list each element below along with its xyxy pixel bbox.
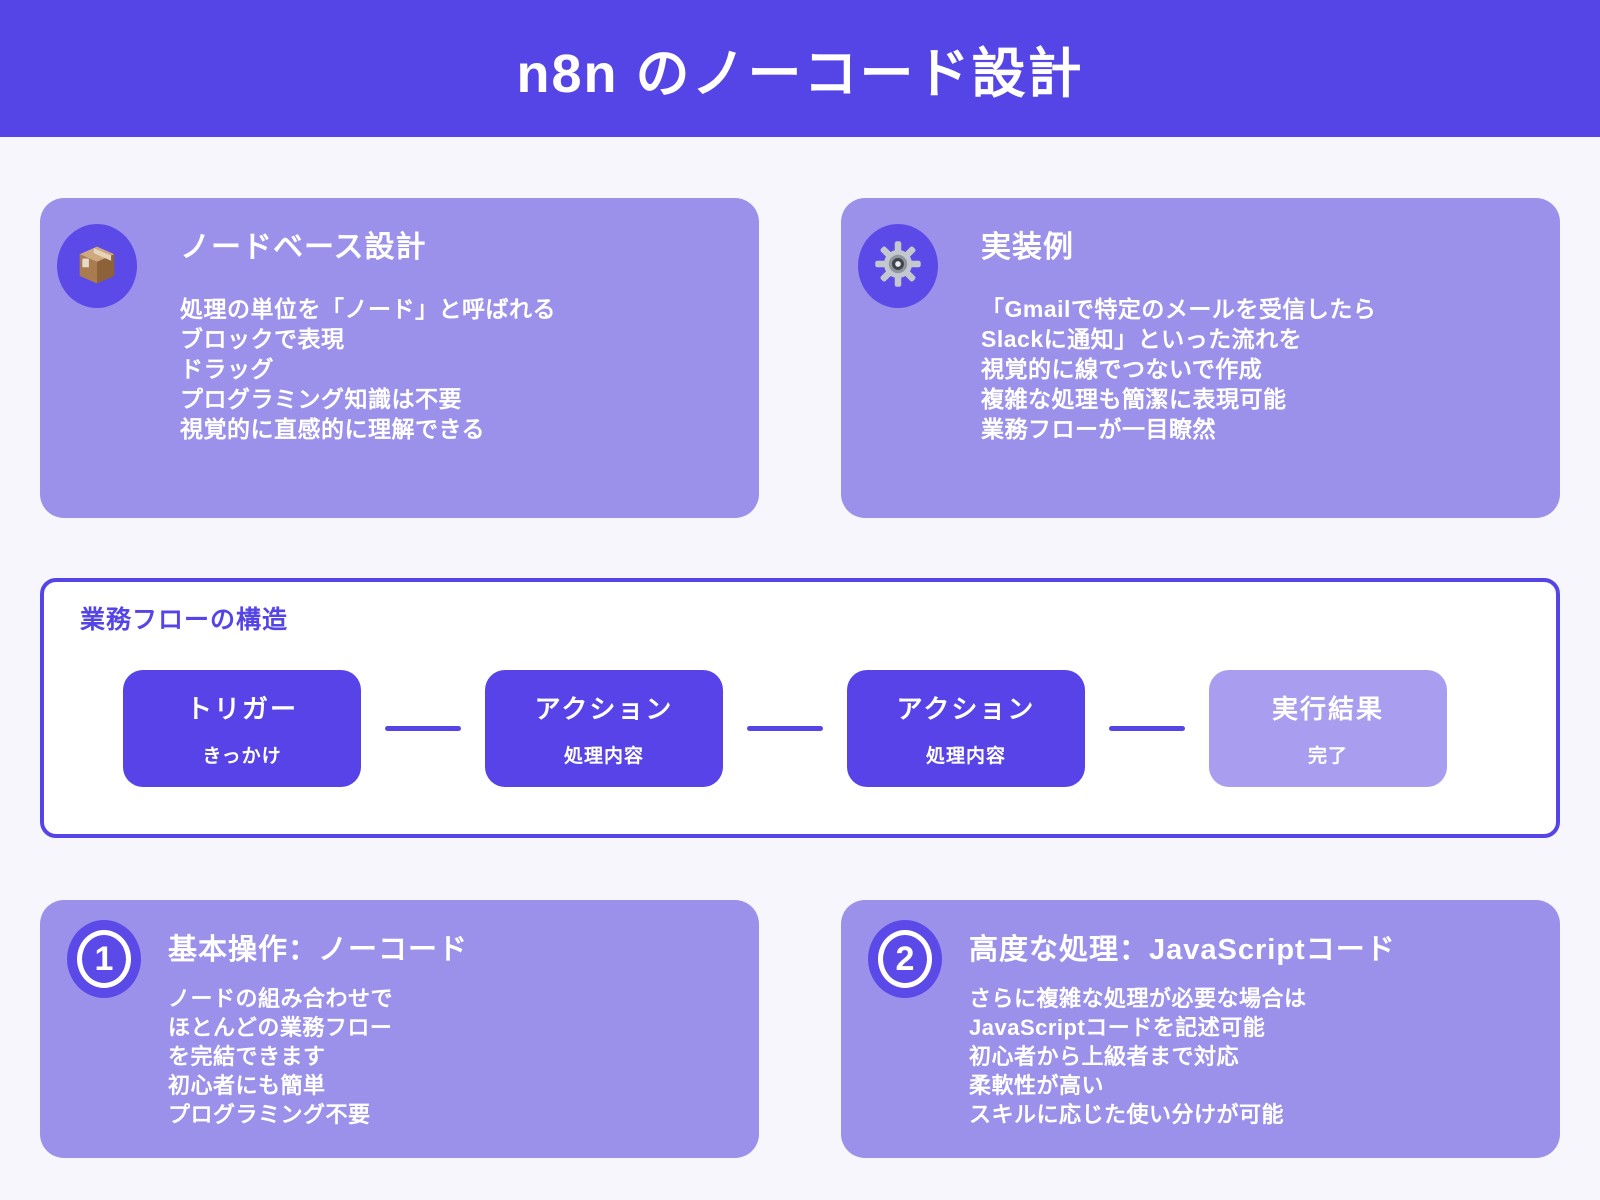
workflow-structure-title: 業務フローの構造 (80, 606, 289, 634)
card-text: さらに複雑な処理が必要な場合は JavaScriptコードを記述可能 初心者から… (969, 984, 1396, 1129)
card-node-based-design: ノードベース設計 処理の単位を「ノード」と呼ばれる ブロックで表現 ドラッグ プ… (40, 198, 759, 518)
flow-step-sublabel: 処理内容 (925, 746, 1006, 767)
flow-step-action-1: アクション 処理内容 (485, 670, 723, 787)
text-line: プログラミング知識は不要 (180, 386, 462, 412)
number-badge-2: 2 (868, 920, 942, 998)
flow-step-label: アクション (896, 694, 1036, 724)
card-content: 高度な処理：JavaScriptコード さらに複雑な処理が必要な場合は Java… (969, 920, 1396, 1129)
card-text: 「Gmailで特定のメールを受信したら Slackに通知」といった流れを 視覚的… (981, 294, 1376, 444)
flow-step-action-2: アクション 処理内容 (847, 670, 1085, 787)
bottom-card-row: 1 基本操作：ノーコード ノードの組み合わせで ほとんどの業務フロー を完結でき… (0, 900, 1600, 1158)
flow-connector (361, 726, 485, 731)
flow-step-label: アクション (534, 694, 674, 724)
text-line: 柔軟性が高い (969, 1073, 1105, 1098)
text-line: 視覚的に線でつないで作成 (981, 356, 1263, 382)
card-title: 基本操作：ノーコード (168, 934, 469, 966)
workflow-structure-panel: 業務フローの構造 トリガー きっかけ アクション 処理内容 アクション 処理内容… (40, 578, 1560, 838)
flow-step-trigger: トリガー きっかけ (123, 670, 361, 787)
flow-step-label: 実行結果 (1271, 694, 1384, 724)
text-line: を完結できます (168, 1044, 326, 1069)
card-basic-operation: 1 基本操作：ノーコード ノードの組み合わせで ほとんどの業務フロー を完結でき… (40, 900, 759, 1158)
card-title: 実装例 (981, 231, 1074, 264)
card-text: ノードの組み合わせで ほとんどの業務フロー を完結できます 初心者にも簡単 プロ… (168, 984, 468, 1129)
package-icon (71, 238, 123, 295)
gear-icon (872, 238, 924, 295)
connector-line (385, 726, 461, 731)
text-line: 複雑な処理も簡潔に表現可能 (981, 386, 1287, 412)
card-text: 処理の単位を「ノード」と呼ばれる ブロックで表現 ドラッグ プログラミング知識は… (180, 294, 556, 444)
text-line: 業務フローが一目瞭然 (981, 416, 1216, 442)
card-content: 基本操作：ノーコード ノードの組み合わせで ほとんどの業務フロー を完結できます… (168, 920, 468, 1129)
text-line: JavaScriptコードを記述可能 (969, 1015, 1266, 1040)
workflow-diagram: トリガー きっかけ アクション 処理内容 アクション 処理内容 実行結果 完了 (80, 670, 1556, 787)
flow-step-label: トリガー (185, 694, 298, 724)
badge-ring: 2 (878, 930, 932, 988)
flow-step-result: 実行結果 完了 (1209, 670, 1447, 787)
text-line: さらに複雑な処理が必要な場合は (969, 986, 1307, 1011)
badge-ring: 1 (77, 930, 131, 988)
icon-circle (858, 224, 938, 308)
text-line: 視覚的に直感的に理解できる (180, 416, 486, 442)
text-line: ほとんどの業務フロー (168, 1015, 393, 1040)
card-content: ノードベース設計 処理の単位を「ノード」と呼ばれる ブロックで表現 ドラッグ プ… (180, 220, 556, 444)
text-line: 処理の単位を「ノード」と呼ばれる (180, 296, 556, 322)
text-line: スキルに応じた使い分けが可能 (969, 1102, 1285, 1127)
flow-step-sublabel: きっかけ (202, 746, 282, 767)
card-content: 実装例 「Gmailで特定のメールを受信したら Slackに通知」といった流れを… (981, 220, 1376, 444)
badge-number: 2 (895, 940, 915, 978)
card-implementation-example: 実装例 「Gmailで特定のメールを受信したら Slackに通知」といった流れを… (841, 198, 1560, 518)
number-badge-1: 1 (67, 920, 141, 998)
card-title: 高度な処理：JavaScriptコード (969, 934, 1396, 966)
flow-step-sublabel: 完了 (1307, 746, 1348, 767)
text-line: 「Gmailで特定のメールを受信したら (981, 296, 1377, 322)
icon-circle (57, 224, 137, 308)
text-line: ノードの組み合わせで (168, 986, 394, 1011)
connector-line (1109, 726, 1185, 731)
text-line: 初心者から上級者まで対応 (969, 1044, 1240, 1069)
text-line: ドラッグ (180, 356, 274, 382)
flow-connector (723, 726, 847, 731)
connector-line (747, 726, 823, 731)
text-line: Slackに通知」といった流れを (981, 326, 1303, 352)
card-advanced-processing: 2 高度な処理：JavaScriptコード さらに複雑な処理が必要な場合は Ja… (841, 900, 1560, 1158)
text-line: 初心者にも簡単 (168, 1073, 326, 1098)
badge-number: 1 (94, 940, 114, 978)
top-card-row: ノードベース設計 処理の単位を「ノード」と呼ばれる ブロックで表現 ドラッグ プ… (0, 198, 1600, 518)
flow-connector (1085, 726, 1209, 731)
page-title: n8n のノーコード設計 (516, 44, 1084, 104)
card-title: ノードベース設計 (180, 231, 427, 264)
text-line: ブロックで表現 (180, 326, 345, 352)
text-line: プログラミング不要 (168, 1102, 371, 1127)
flow-step-sublabel: 処理内容 (563, 746, 644, 767)
header-banner: n8n のノーコード設計 (0, 0, 1600, 137)
